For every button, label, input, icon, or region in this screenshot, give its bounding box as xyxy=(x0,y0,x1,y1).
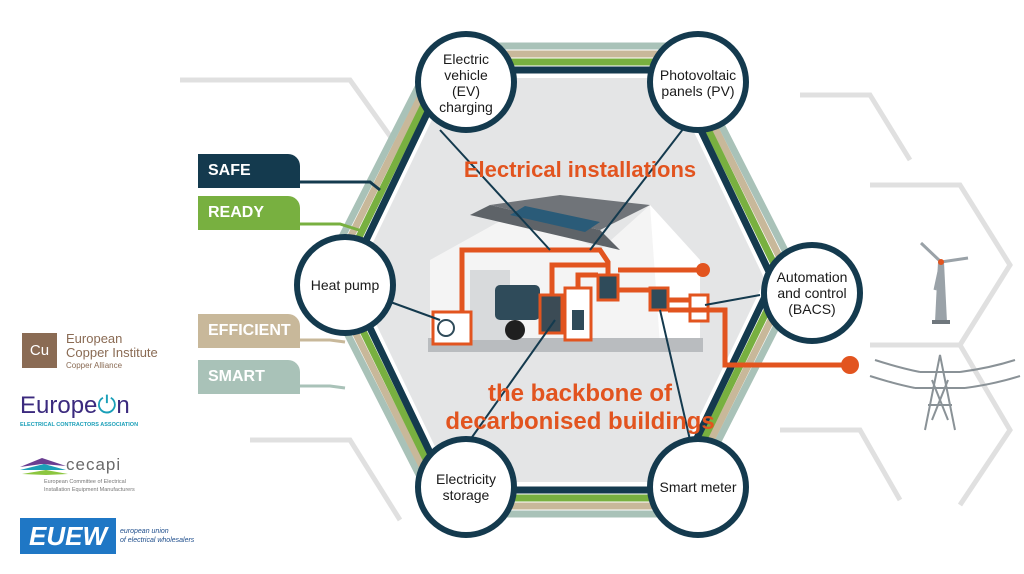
euew-logo: EUEW european union of electrical wholes… xyxy=(20,518,210,554)
cecapi-logo: cecapi European Committee of Electrical … xyxy=(20,455,180,500)
node-automation-circle xyxy=(761,242,863,344)
europeon-logo-name-part-1: Europe xyxy=(20,392,98,419)
node-smart-meter-line-1: Smart meter xyxy=(659,479,737,495)
node-ev-line-2: vehicle xyxy=(444,67,488,83)
eci-logo-line-1: European xyxy=(66,331,123,346)
node-smart-meter-label: Smart meter xyxy=(650,440,746,534)
tag-connectors xyxy=(295,180,381,390)
node-ev-label: Electric vehicle (EV) charging xyxy=(418,36,514,130)
node-ev-circle xyxy=(415,31,517,133)
node-smart-meter-circle xyxy=(647,436,749,538)
tag-safe: SAFE xyxy=(198,154,300,188)
node-pv-label: Photovoltaic panels (PV) xyxy=(650,36,746,130)
eci-logo-mark-text: Cu xyxy=(29,342,50,359)
node-pv-line-2: panels (PV) xyxy=(661,83,735,99)
cecapi-logo-name: cecapi xyxy=(66,455,122,474)
node-connectors xyxy=(384,119,761,441)
cecapi-logo-mark xyxy=(20,458,68,475)
eci-logo-line-3: Copper Alliance xyxy=(66,361,123,370)
tag-efficient: EFFICIENT xyxy=(198,314,300,348)
node-automation-line-3: (BACS) xyxy=(788,301,836,317)
europeon-logo-name: Europe⏻n xyxy=(20,392,130,420)
node-pv-circle xyxy=(647,31,749,133)
node-heat-pump-circle xyxy=(294,234,396,336)
eci-logo: Cu European Copper Institute Copper Alli… xyxy=(22,331,192,373)
headline-top: Electrical installations xyxy=(463,157,697,182)
pylon-icon xyxy=(869,354,1021,431)
cecapi-logo-sub-1: European Committee of Electrical xyxy=(44,479,126,485)
node-storage-line-1: Electricity xyxy=(436,471,496,487)
background-hexagons xyxy=(180,77,1013,522)
node-storage-label: Electricity storage xyxy=(418,440,514,534)
node-automation-label: Automation and control (BACS) xyxy=(764,246,860,340)
power-icon: ⏻ xyxy=(97,392,117,419)
europeon-logo: Europe⏻n ELECTRICAL CONTRACTORS ASSOCIAT… xyxy=(20,392,170,434)
node-automation-line-1: Automation xyxy=(776,269,848,285)
euew-logo-sub-2: of electrical wholesalers xyxy=(120,537,195,544)
europeon-logo-sub: ELECTRICAL CONTRACTORS ASSOCIATION xyxy=(20,422,139,428)
tag-smart: SMART xyxy=(198,360,300,394)
cecapi-logo-sub-2: Installation Equipment Manufacturers xyxy=(44,487,135,493)
wind-turbine-icon xyxy=(919,241,969,324)
node-heat-pump-line-1: Heat pump xyxy=(310,277,380,293)
node-heat-pump-label: Heat pump xyxy=(297,238,393,332)
europeon-logo-name-part-2: n xyxy=(116,392,130,419)
node-circles xyxy=(294,31,863,538)
node-automation-line-2: and control xyxy=(777,285,847,301)
eci-logo-mark xyxy=(22,333,57,368)
headline-bottom-line-1: the backbone of xyxy=(487,380,673,407)
headline-bottom-line-2: decarbonised buildings xyxy=(445,408,715,435)
node-ev-line-3: (EV) xyxy=(452,83,480,99)
node-storage-circle xyxy=(415,436,517,538)
node-ev-line-4: charging xyxy=(439,99,493,115)
node-storage-line-2: storage xyxy=(442,487,490,503)
eci-logo-line-2: Copper Institute xyxy=(66,345,158,360)
euew-logo-sub-1: european union xyxy=(120,528,169,535)
node-ev-line-1: Electric xyxy=(443,51,489,67)
euew-logo-mark-text: EUEW xyxy=(29,521,107,551)
euew-logo-mark xyxy=(20,518,116,554)
node-pv-line-1: Photovoltaic xyxy=(659,67,737,83)
tag-ready: READY xyxy=(198,196,300,230)
house-illustration xyxy=(428,195,859,374)
